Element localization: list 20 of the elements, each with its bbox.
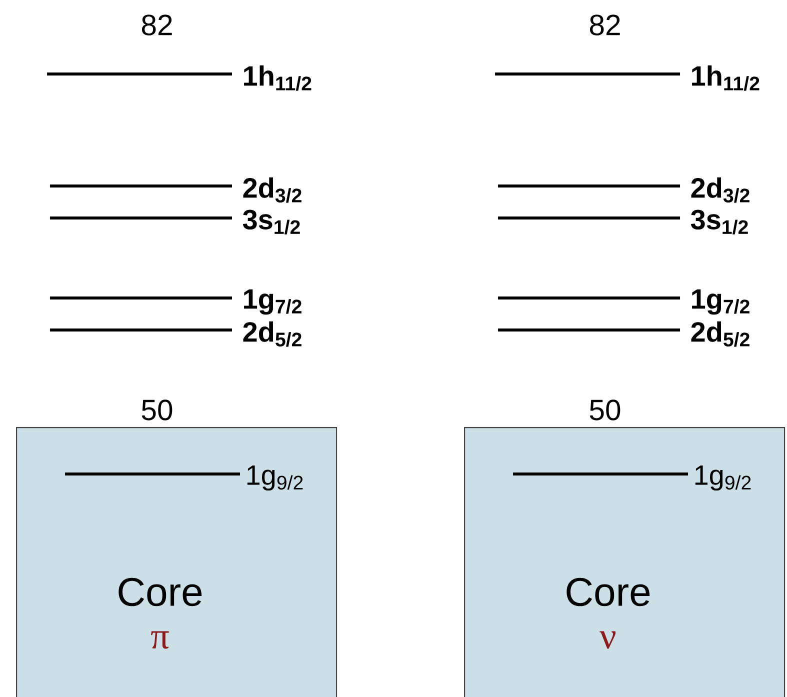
- level-label: 1h$_{11/2}$: [244, 65, 312, 91]
- shell-number: 82: [142, 14, 172, 36]
- level-label: 1g$_{7/2}$: [692, 289, 750, 315]
- core-label: Core: [118, 578, 202, 606]
- level-label: 2d$_{5/2}$: [243, 321, 302, 347]
- level-label: 1h$_{11/2}$: [692, 65, 760, 91]
- level-label: 3s$_{1/2}$: [690, 210, 748, 234]
- shell-number: 50: [590, 400, 620, 420]
- level-label: 2d$_{5/2}$: [691, 321, 750, 347]
- level-label: 1g$_{9/2}$: [247, 465, 303, 491]
- particle-symbol: π: [151, 631, 169, 649]
- shell-number: 50: [142, 400, 172, 420]
- particle-symbol: ν: [600, 631, 616, 649]
- core-label: Core: [566, 578, 650, 606]
- level-label: 2d$_{3/2}$: [691, 177, 750, 203]
- level-label: 3s$_{1/2}$: [242, 210, 300, 234]
- level-label: 1g$_{9/2}$: [695, 465, 751, 491]
- level-label: 2d$_{3/2}$: [243, 177, 302, 203]
- shell-number: 82: [590, 14, 620, 36]
- level-label: 1g$_{7/2}$: [244, 289, 302, 315]
